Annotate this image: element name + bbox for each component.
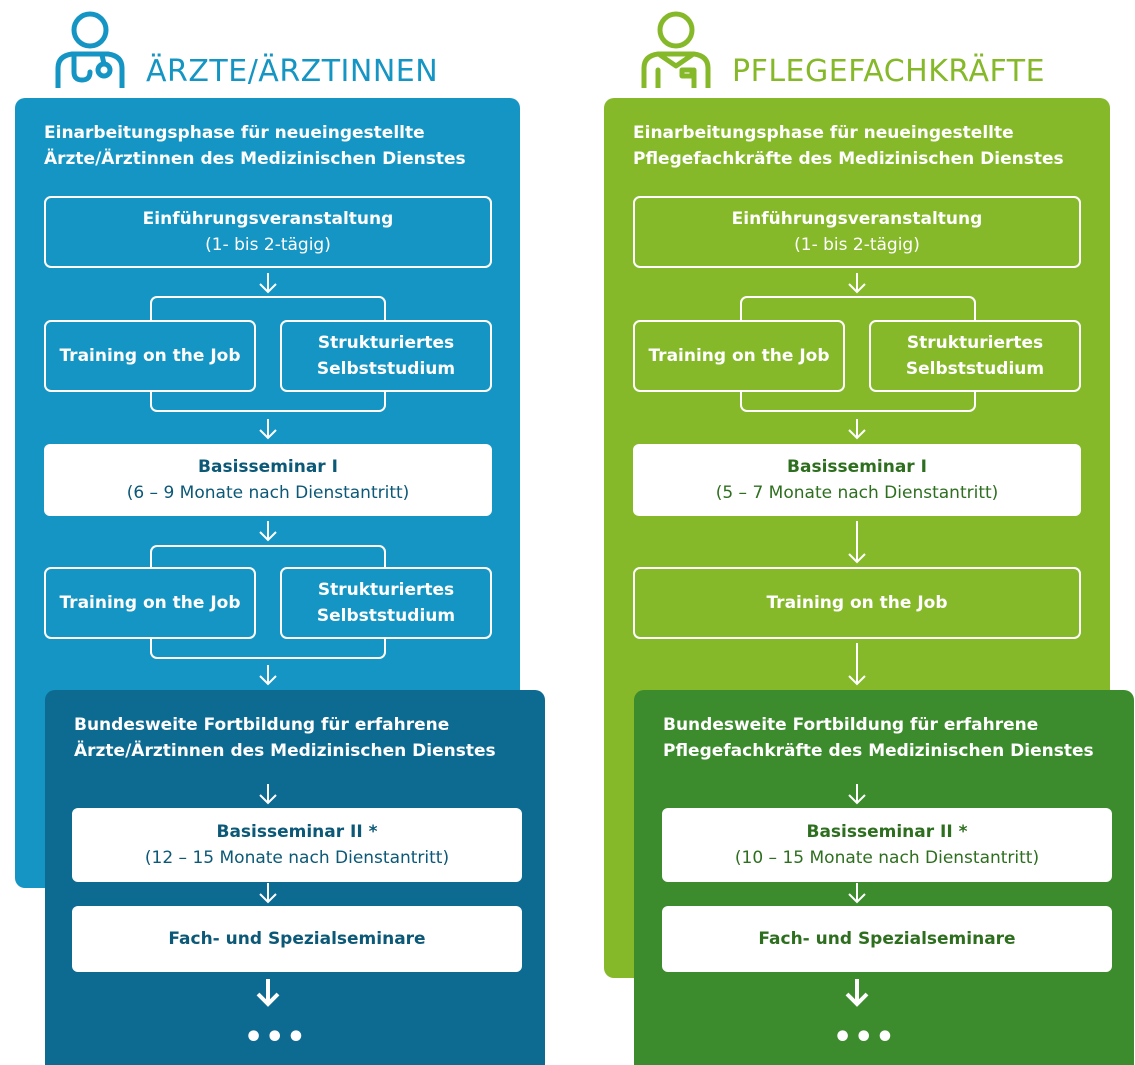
bracket-bottom (150, 392, 386, 412)
doctors-advanced-label: Bundesweite Fortbildung für erfahrene Är… (74, 715, 496, 761)
nurses-study-box-1: Strukturiertes Selbststudium (869, 320, 1081, 392)
doctors-basisseminar-2: Basisseminar II * (12 – 15 Monate nach D… (72, 808, 522, 882)
arrow-down-icon (848, 419, 866, 440)
bracket-top (740, 296, 976, 320)
nurse-icon (641, 11, 711, 88)
arrow-down-icon (848, 273, 866, 294)
bracket-bottom (150, 639, 386, 659)
arrow-down-icon (259, 665, 277, 686)
arrow-down-icon (259, 784, 277, 805)
arrow-down-bold-icon (845, 979, 869, 1007)
nurses-onboarding-label: Einarbeitungsphase für neueingestellte P… (633, 123, 1064, 169)
arrow-down-icon (848, 883, 866, 904)
nurses-training-box-1: Training on the Job (633, 320, 845, 392)
nurses-basisseminar-2: Basisseminar II * (10 – 15 Monate nach D… (662, 808, 1112, 882)
nurses-special-seminars: Fach- und Spezialseminare (662, 906, 1112, 972)
doctors-title: ÄRZTE/ÄRZTINNEN (146, 54, 439, 89)
nurses-training-box-2: Training on the Job (633, 567, 1081, 639)
arrow-down-bold-icon (256, 979, 280, 1007)
bracket-bottom (740, 392, 976, 412)
nurses-title: PFLEGEFACHKRÄFTE (732, 54, 1046, 89)
nurses-basisseminar-1: Basisseminar I (5 – 7 Monate nach Dienst… (633, 444, 1081, 516)
arrow-down-icon (848, 643, 866, 686)
nurses-advanced-label: Bundesweite Fortbildung für erfahrene Pf… (663, 715, 1094, 761)
arrow-down-icon (259, 419, 277, 440)
doctors-basisseminar-1: Basisseminar I (6 – 9 Monate nach Dienst… (44, 444, 492, 516)
arrow-down-icon (848, 521, 866, 564)
doctors-training-box-1: Training on the Job (44, 320, 256, 392)
doctor-stethoscope-icon (55, 11, 125, 88)
doctors-ellipsis: ••• (244, 1020, 308, 1055)
arrow-down-icon (848, 784, 866, 805)
bracket-top (150, 296, 386, 320)
nurses-intro-box: Einführungsveranstaltung (1- bis 2-tägig… (633, 196, 1081, 268)
doctors-onboarding-label: Einarbeitungsphase für neueingestellte Ä… (44, 123, 466, 169)
arrow-down-icon (259, 273, 277, 294)
bracket-top (150, 545, 386, 567)
doctors-special-seminars: Fach- und Spezialseminare (72, 906, 522, 972)
doctors-study-box-2: Strukturiertes Selbststudium (280, 567, 492, 639)
doctors-study-box-1: Strukturiertes Selbststudium (280, 320, 492, 392)
doctors-intro-box: Einführungsveranstaltung (1- bis 2-tägig… (44, 196, 492, 268)
arrow-down-icon (259, 521, 277, 542)
nurses-ellipsis: ••• (833, 1020, 897, 1055)
doctors-training-box-2: Training on the Job (44, 567, 256, 639)
arrow-down-icon (259, 883, 277, 904)
